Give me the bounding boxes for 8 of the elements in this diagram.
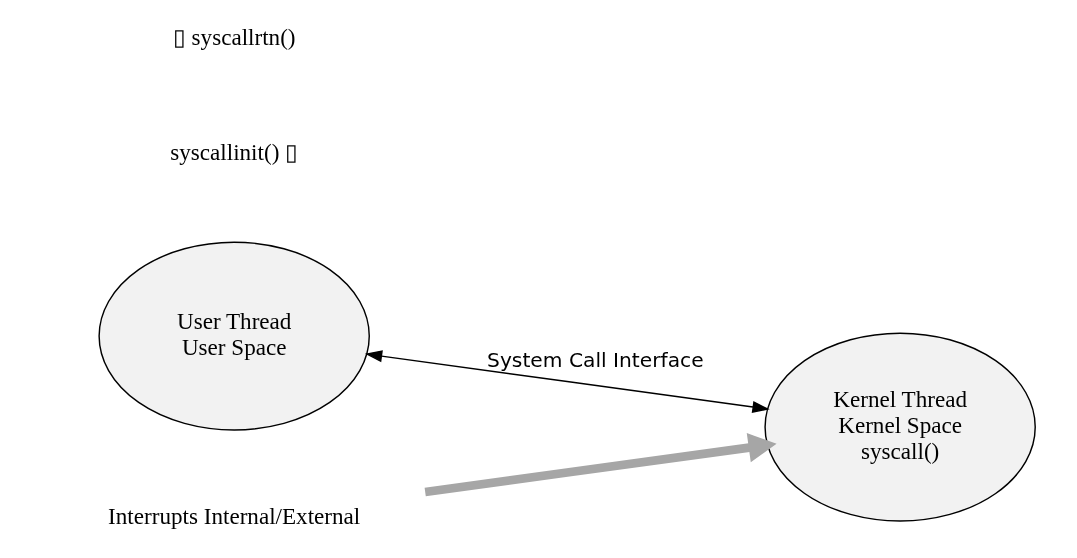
node-ellipse: Kernel Thread Kernel Space syscall() [763, 332, 1036, 522]
edge-label: System Call Interface [486, 347, 704, 372]
label: ▯ syscallrtn() [172, 24, 296, 51]
node-text: Interrupts Internal/External [107, 502, 360, 529]
arrow [424, 433, 777, 497]
label: syscallinit() ▯ [169, 138, 298, 165]
arrow [364, 350, 770, 414]
node-ellipse: User Thread User Space [97, 241, 370, 431]
